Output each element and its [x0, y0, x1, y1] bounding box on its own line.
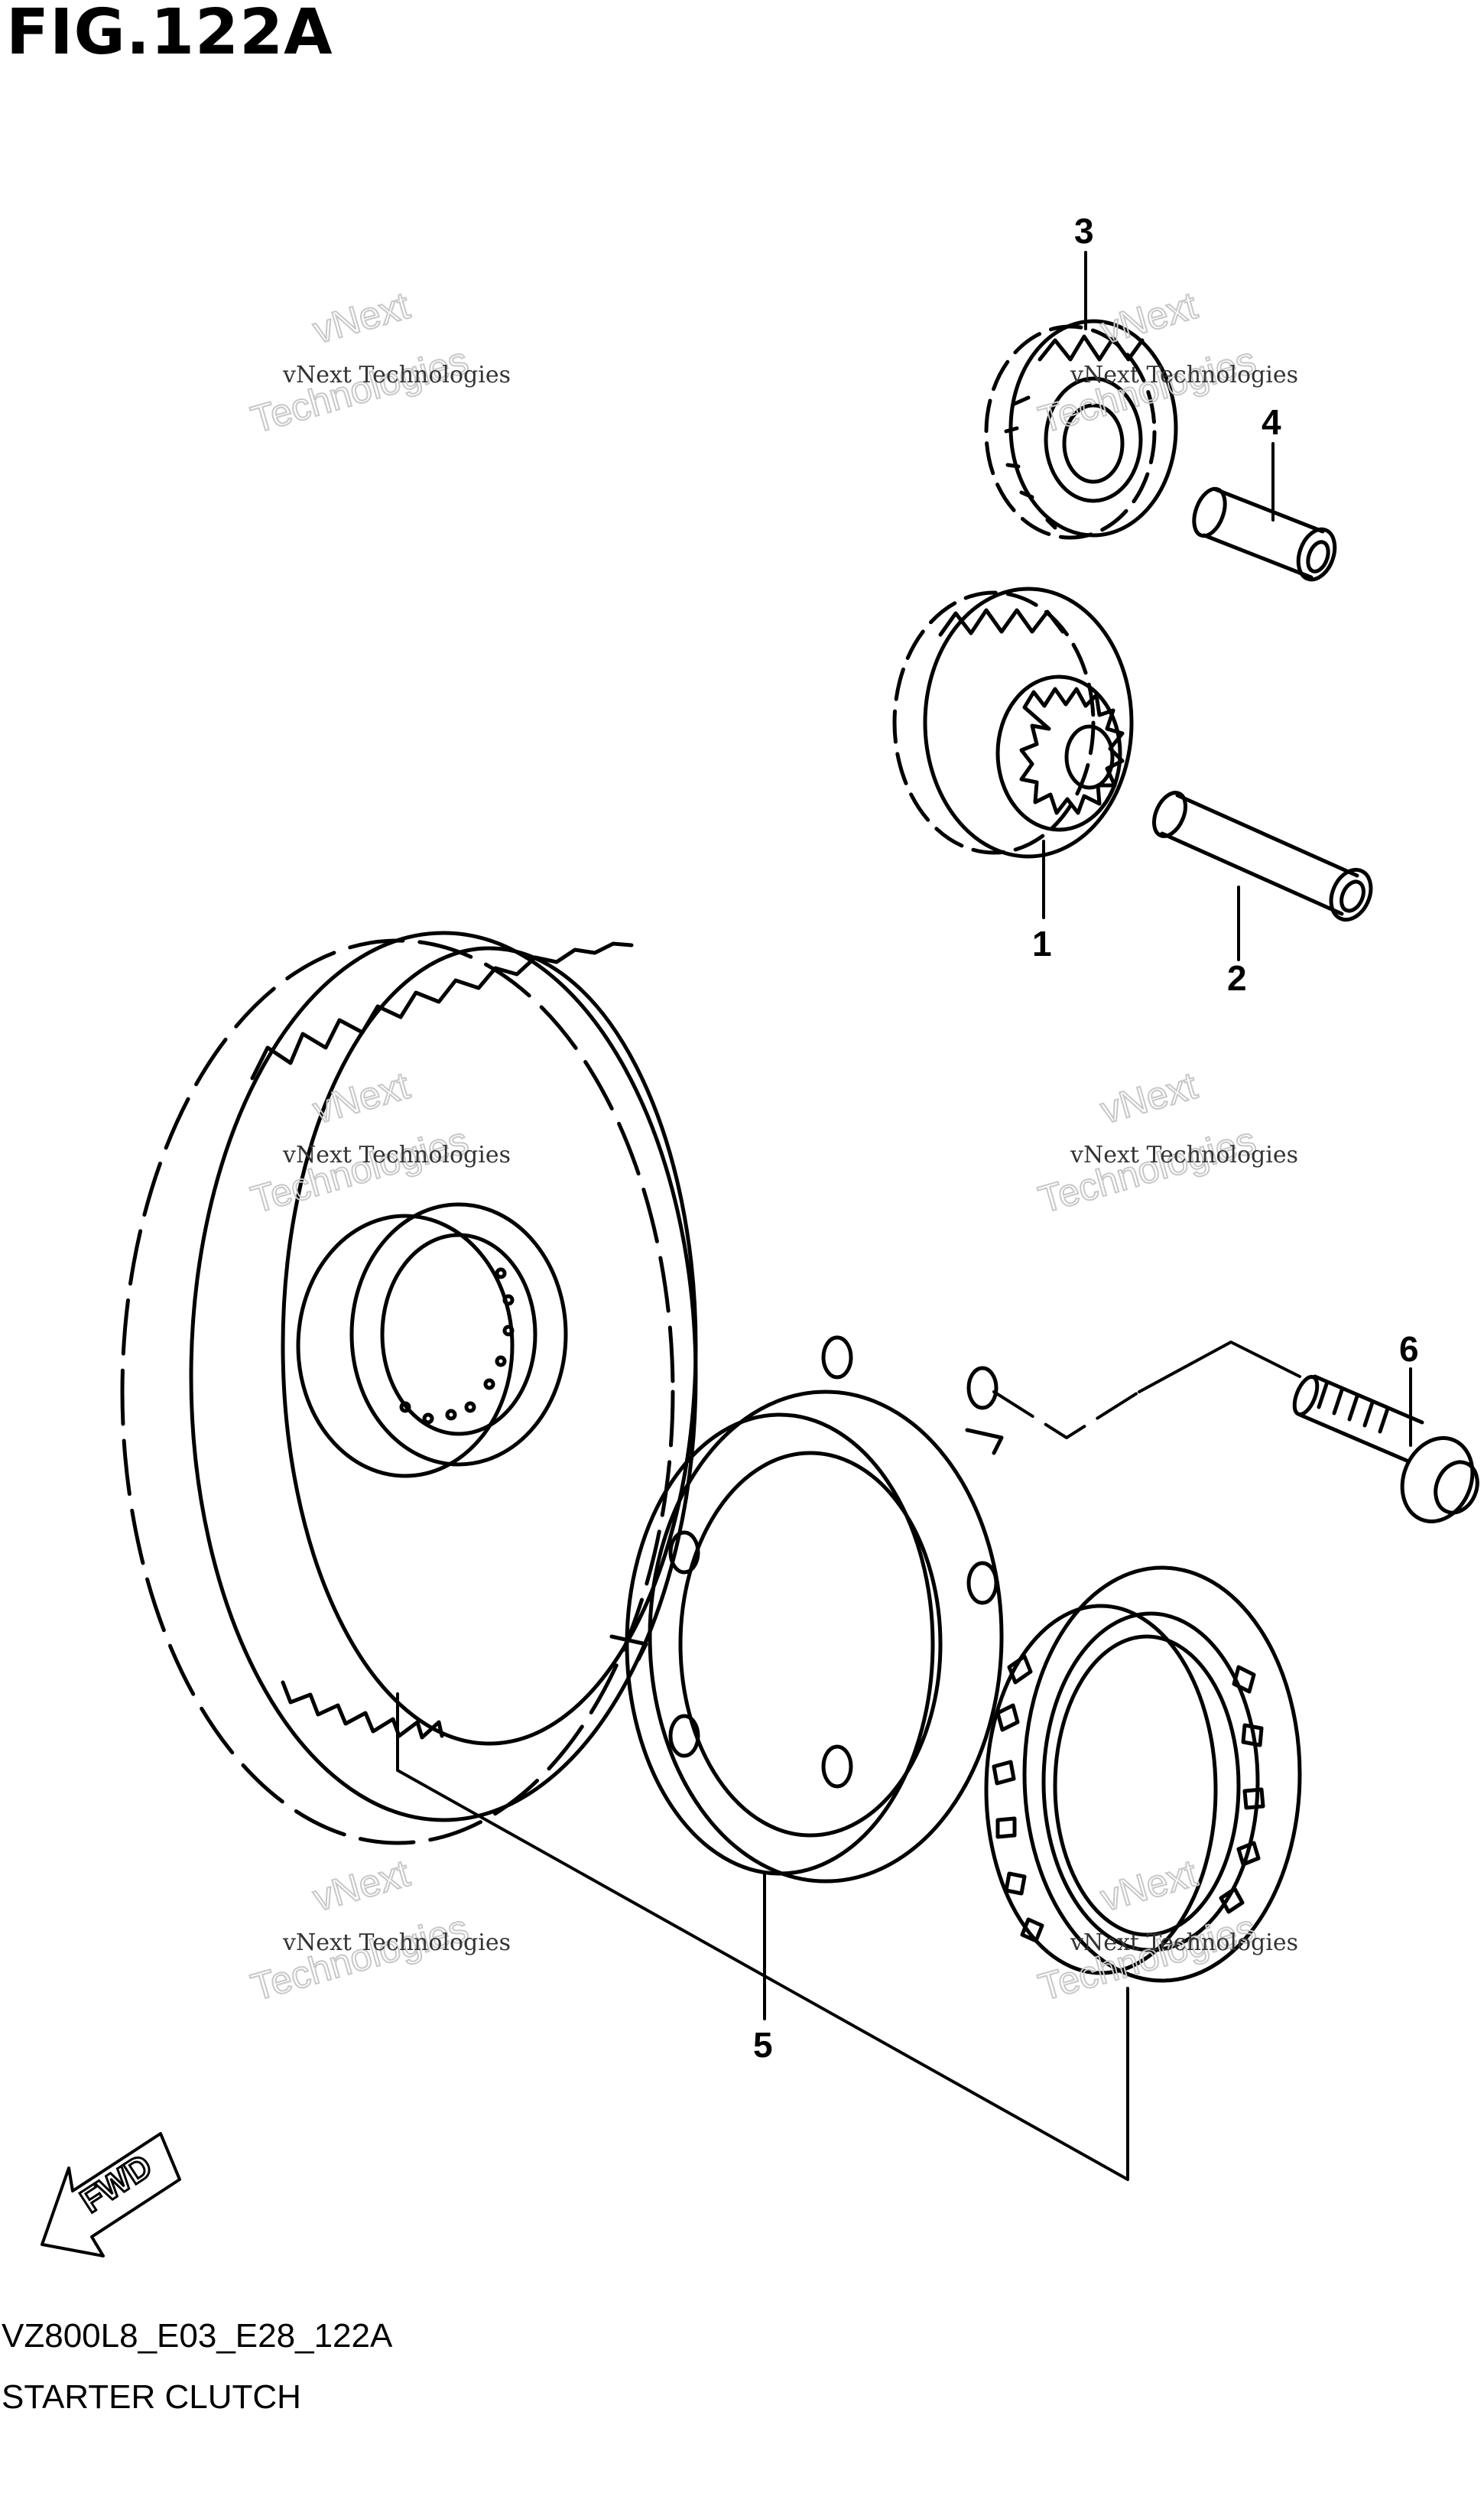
watermark-3: vNext Technologies vNext Technologies: [245, 1063, 511, 1222]
watermark-4: vNext Technologies vNext Technologies: [1033, 1063, 1298, 1222]
part-3-idle-gear: [984, 319, 1178, 540]
watermark-5: vNext Technologies vNext Technologies: [245, 1851, 511, 2010]
callout-5: 5: [753, 2025, 773, 2065]
svg-text:vNext Technologies: vNext Technologies: [1070, 1929, 1298, 1956]
svg-text:vNext Technologies: vNext Technologies: [282, 362, 511, 388]
svg-text:Technologies: Technologies: [1034, 1119, 1260, 1221]
watermark-1: vNext Technologies vNext Technologies: [245, 283, 511, 442]
callout-3: 3: [1074, 211, 1094, 251]
callout-4: 4: [1262, 402, 1281, 442]
svg-text:vNext Technologies: vNext Technologies: [282, 1929, 511, 1956]
part-4-shaft: [1192, 486, 1337, 582]
part-1-starter-idle-gear: [892, 587, 1134, 859]
svg-text:vNext: vNext: [1096, 1064, 1201, 1132]
part-2-shaft: [1152, 791, 1373, 922]
svg-text:vNext Technologies: vNext Technologies: [1070, 1142, 1298, 1168]
figure-title: FIG.122A: [6, 0, 333, 69]
one-way-clutch: [984, 1565, 1302, 1983]
diagram-name: STARTER CLUTCH: [2, 2378, 301, 2416]
callout-6: 6: [1399, 1329, 1419, 1369]
leader-lines: [396, 251, 1412, 2181]
svg-text:vNext: vNext: [308, 284, 414, 352]
svg-text:vNext: vNext: [1096, 284, 1201, 352]
svg-text:Technologies: Technologies: [246, 339, 472, 441]
fwd-direction-marker: [41, 2132, 181, 2257]
callout-2: 2: [1227, 958, 1247, 998]
clutch-ring: [609, 1335, 1004, 1884]
part-5-starter-driven-gear: [120, 931, 698, 1845]
diagram-code: VZ800L8_E03_E28_122A: [2, 2317, 393, 2355]
watermark-2: vNext Technologies vNext Technologies: [1033, 283, 1298, 442]
svg-text:vNext Technologies: vNext Technologies: [1070, 362, 1298, 388]
part-6-bolt: [1292, 1374, 1479, 1523]
svg-text:vNext: vNext: [308, 1851, 414, 1919]
svg-text:vNext: vNext: [308, 1064, 414, 1132]
svg-text:vNext Technologies: vNext Technologies: [282, 1142, 511, 1168]
svg-text:Technologies: Technologies: [246, 1906, 472, 2009]
callout-1: 1: [1032, 924, 1052, 964]
